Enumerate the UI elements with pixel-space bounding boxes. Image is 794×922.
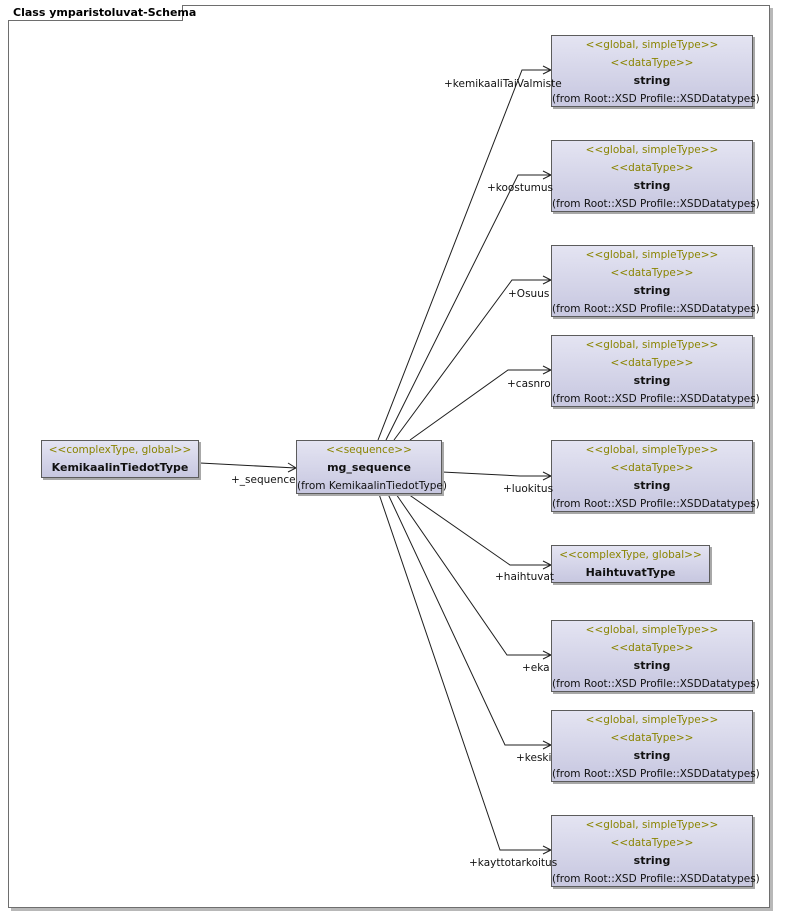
box-stereotype: <<global, simpleType>> — [585, 339, 719, 351]
association-line — [199, 462, 297, 469]
box-name: string — [633, 284, 671, 297]
box-stereotype: <<complexType, global>> — [559, 549, 702, 561]
datatype-string-box[interactable]: <<global, simpleType>> <<dataType>> stri… — [551, 35, 760, 107]
datatype-string-box[interactable]: <<global, simpleType>> <<dataType>> stri… — [551, 335, 760, 407]
sequence-name: mg_sequence — [327, 461, 411, 474]
box-stereotype: <<global, simpleType>> — [585, 249, 719, 261]
box-from: (from Root::XSD Profile::XSDDatatypes) — [552, 198, 760, 210]
class-name: KemikaalinTiedotType — [51, 461, 189, 474]
box-name: string — [633, 179, 671, 192]
association-role: +keski — [516, 752, 552, 764]
association-line — [407, 493, 551, 566]
box-stereotype-datatype: <<dataType>> — [610, 162, 694, 174]
datatype-string-box[interactable]: <<global, simpleType>> <<dataType>> stri… — [551, 245, 760, 317]
box-name: string — [633, 659, 671, 672]
box-stereotype: <<global, simpleType>> — [585, 444, 719, 456]
box-from: (from Root::XSD Profile::XSDDatatypes) — [552, 873, 760, 885]
datatype-string-box[interactable]: <<global, simpleType>> <<dataType>> stri… — [551, 140, 760, 212]
sequence-mg-sequence[interactable]: <<sequence>> mg_sequence (from Kemikaali… — [296, 440, 447, 494]
class-stereotype: <<complexType, global>> — [48, 444, 192, 456]
datatype-string-box[interactable]: <<global, simpleType>> <<dataType>> stri… — [551, 440, 760, 512]
association-role: +Osuus — [508, 288, 550, 300]
association-line — [377, 69, 551, 441]
box-from: (from Root::XSD Profile::XSDDatatypes) — [552, 393, 760, 405]
association-line — [378, 493, 551, 851]
box-stereotype-datatype: <<dataType>> — [610, 642, 694, 654]
datatype-string-box[interactable]: <<global, simpleType>> <<dataType>> stri… — [551, 710, 760, 782]
association-role: +casnro — [507, 378, 551, 390]
class-haihtuvattype[interactable]: <<complexType, global>> HaihtuvatType — [551, 545, 710, 583]
sequence-stereotype: <<sequence>> — [326, 444, 412, 456]
diagram-title: Class ymparistoluvat-Schema — [8, 5, 196, 21]
box-stereotype: <<global, simpleType>> — [585, 39, 719, 51]
class-kemikaalintiedottype[interactable]: <<complexType, global>> KemikaalinTiedot… — [41, 440, 199, 478]
box-stereotype: <<global, simpleType>> — [585, 819, 719, 831]
box-stereotype: <<global, simpleType>> — [585, 624, 719, 636]
sequence-from: (from KemikaalinTiedotType) — [297, 480, 447, 492]
box-name: string — [633, 74, 671, 87]
box-from: (from Root::XSD Profile::XSDDatatypes) — [552, 498, 760, 510]
association-line — [393, 279, 551, 441]
association-role: +eka — [522, 662, 550, 674]
box-stereotype-datatype: <<dataType>> — [610, 57, 694, 69]
box-name: string — [633, 374, 671, 387]
box-from: (from Root::XSD Profile::XSDDatatypes) — [552, 678, 760, 690]
association-role: +kayttotarkoitus — [469, 857, 558, 869]
association-line — [387, 493, 551, 746]
box-stereotype-datatype: <<dataType>> — [610, 462, 694, 474]
box-from: (from Root::XSD Profile::XSDDatatypes) — [552, 93, 760, 105]
datatype-string-box[interactable]: <<global, simpleType>> <<dataType>> stri… — [551, 815, 760, 887]
box-stereotype-datatype: <<dataType>> — [610, 837, 694, 849]
association-line — [395, 493, 551, 656]
box-stereotype-datatype: <<dataType>> — [610, 732, 694, 744]
box-stereotype-datatype: <<dataType>> — [610, 357, 694, 369]
box-name: HaihtuvatType — [585, 566, 676, 579]
box-stereotype: <<global, simpleType>> — [585, 714, 719, 726]
box-name: string — [633, 749, 671, 762]
association-role: +kemikaaliTaiValmiste — [444, 78, 562, 90]
association-line — [409, 369, 551, 441]
association-role: +koostumus — [487, 182, 553, 194]
box-name: string — [633, 854, 671, 867]
association-role: +haihtuvat — [495, 571, 554, 583]
association-role-sequence: +_sequence — [231, 474, 296, 486]
association-role: +luokitus — [503, 483, 554, 495]
association-line — [441, 471, 551, 477]
box-from: (from Root::XSD Profile::XSDDatatypes) — [552, 303, 760, 315]
box-from: (from Root::XSD Profile::XSDDatatypes) — [552, 768, 760, 780]
box-stereotype-datatype: <<dataType>> — [610, 267, 694, 279]
box-name: string — [633, 479, 671, 492]
association-line — [385, 174, 551, 441]
box-stereotype: <<global, simpleType>> — [585, 144, 719, 156]
datatype-string-box[interactable]: <<global, simpleType>> <<dataType>> stri… — [551, 620, 760, 692]
